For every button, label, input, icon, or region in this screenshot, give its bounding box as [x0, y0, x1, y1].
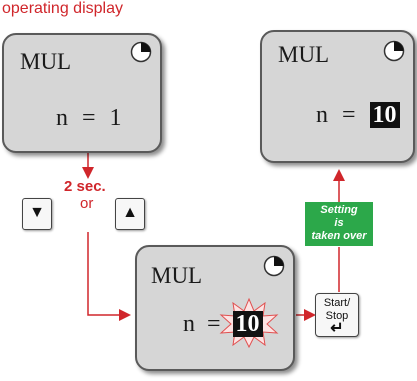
- clock-icon: [263, 255, 285, 277]
- value-label: n: [56, 105, 68, 131]
- value-label: n: [316, 102, 328, 128]
- operating-display-title: operating display: [2, 0, 123, 17]
- start-stop-key[interactable]: Start/ Stop ↵: [315, 293, 359, 337]
- up-arrow-key[interactable]: ▲: [115, 198, 145, 230]
- down-arrow-key[interactable]: ▼: [22, 198, 52, 230]
- value-number-blinking: 10: [232, 311, 263, 337]
- arrow-to-edit-panel: [87, 232, 131, 321]
- display-panel-result: MUL n = 10: [260, 30, 415, 163]
- value-number-highlighted: 10: [369, 102, 400, 128]
- panel-parameter-name: MUL: [151, 263, 203, 288]
- value-label: n: [183, 311, 195, 337]
- panel-parameter-name: MUL: [278, 42, 330, 67]
- clock-icon: [130, 41, 152, 63]
- clock-icon: [383, 40, 405, 62]
- down-triangle-icon: ▼: [29, 204, 45, 221]
- display-panel-initial: MUL n = 1: [2, 33, 162, 153]
- setting-note-line3: taken over: [311, 230, 367, 242]
- value-number: 1: [109, 105, 122, 131]
- panel-value-line: n = 10: [183, 311, 263, 338]
- start-stop-label-line2: Stop: [325, 310, 349, 322]
- start-stop-label-line1: Start/: [323, 297, 351, 309]
- setting-taken-over-note: Setting is taken over: [305, 202, 373, 246]
- panel-value-line: n = 10: [316, 102, 400, 129]
- enter-icon: ↵: [330, 320, 344, 337]
- setting-note-line1: Setting: [320, 204, 358, 216]
- display-panel-editing: MUL n = 10: [135, 245, 295, 371]
- value-equals: =: [342, 102, 356, 128]
- panel-parameter-name: MUL: [20, 49, 72, 74]
- value-equals: =: [207, 311, 221, 337]
- timing-duration-label: 2 sec.: [64, 178, 106, 195]
- value-equals: =: [82, 105, 96, 131]
- or-label: or: [80, 195, 94, 212]
- setting-note-line2: is: [334, 217, 344, 229]
- up-triangle-icon: ▲: [122, 204, 138, 221]
- panel-value-line: n = 1: [56, 105, 122, 132]
